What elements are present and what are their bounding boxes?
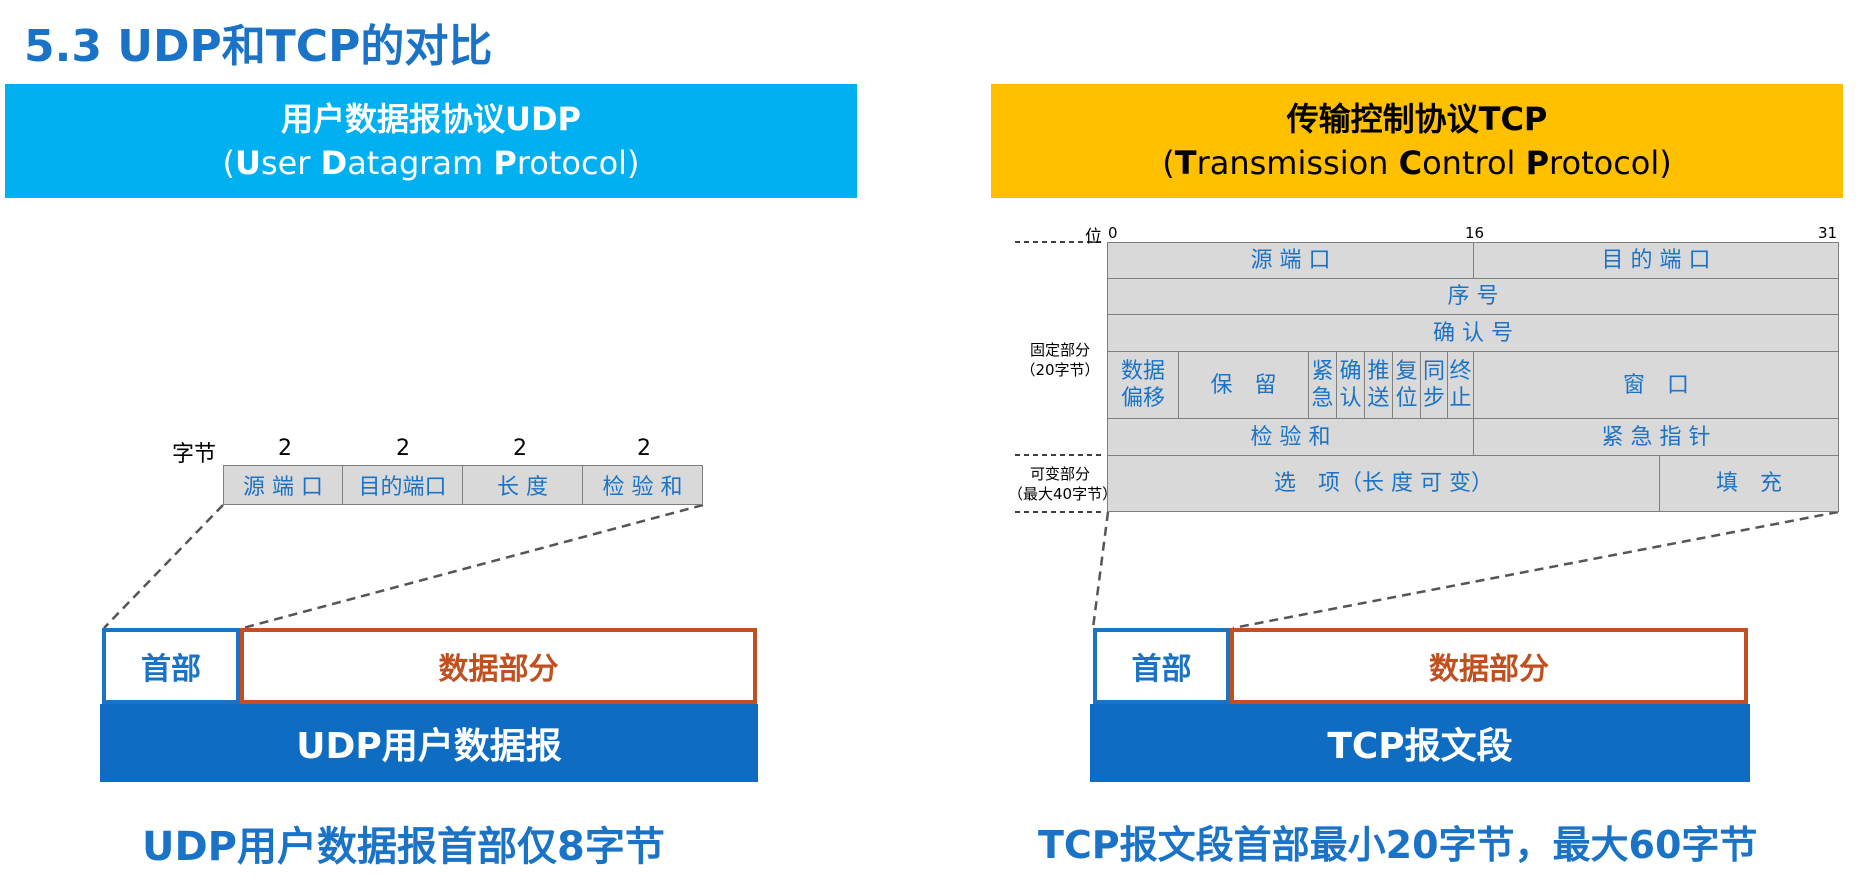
udp-banner-title: 用户数据报协议UDP (280, 100, 581, 138)
tcp-options-field: 选 项（长 度 可 变） (1107, 455, 1660, 512)
tcp-bit-tick: 31 (1818, 224, 1838, 242)
tcp-flag-rst: 复位 (1392, 351, 1421, 419)
udp-field-size: 2 (513, 436, 527, 461)
tcp-padding-field: 填 充 (1659, 455, 1839, 512)
udp-length-field: 长 度 (462, 465, 583, 505)
udp-source-port-field: 源 端 口 (223, 465, 343, 505)
tcp-bit-label: 位 (1085, 227, 1102, 247)
tcp-caption: TCP报文段首部最小20字节，最大60字节 (1038, 823, 1758, 867)
tcp-bit-tick: 0 (1108, 224, 1118, 242)
udp-banner-subtitle: (User Datagram Protocol) (222, 144, 640, 182)
tcp-sequence-number-field: 序 号 (1107, 278, 1839, 315)
udp-field-size: 2 (637, 436, 651, 461)
tcp-banner-title: 传输控制协议TCP (1286, 100, 1548, 138)
tcp-flag-syn: 同步 (1420, 351, 1448, 419)
tcp-data-offset-field: 数据偏移 (1107, 351, 1179, 419)
tcp-segment-bar: TCP报文段 (1090, 704, 1750, 782)
udp-checksum-field: 检 验 和 (582, 465, 703, 505)
tcp-data-box: 数据部分 (1230, 628, 1748, 704)
udp-dest-port-field: 目的端口 (342, 465, 463, 505)
tcp-checksum-field: 检 验 和 (1107, 418, 1474, 456)
tcp-window-field: 窗 口 (1473, 351, 1839, 419)
tcp-flag-ack: 确认 (1336, 351, 1365, 419)
tcp-bit-tick: 16 (1465, 224, 1485, 242)
udp-banner: 用户数据报协议UDP (User Datagram Protocol) (5, 84, 857, 198)
udp-data-box: 数据部分 (240, 628, 757, 704)
tcp-reserved-field: 保 留 (1178, 351, 1309, 419)
tcp-flag-psh: 推送 (1364, 351, 1393, 419)
udp-header-box: 首部 (102, 628, 240, 704)
tcp-banner-subtitle: (Transmission Control Protocol) (1162, 144, 1672, 182)
tcp-ack-number-field: 确 认 号 (1107, 314, 1839, 352)
tcp-header-box: 首部 (1093, 628, 1230, 704)
tcp-source-port-field: 源 端 口 (1107, 242, 1474, 279)
udp-field-size: 2 (396, 436, 410, 461)
tcp-flag-fin: 终止 (1447, 351, 1474, 419)
udp-bytes-label: 字节 (172, 442, 217, 467)
tcp-flag-urg: 紧急 (1308, 351, 1337, 419)
tcp-fixed-part-label: 固定部分（20字节） (1020, 341, 1100, 379)
tcp-banner: 传输控制协议TCP (Transmission Control Protocol… (991, 84, 1843, 198)
udp-field-size: 2 (278, 436, 292, 461)
udp-datagram-bar: UDP用户数据报 (100, 704, 758, 782)
page-title: 5.3 UDP和TCP的对比 (24, 21, 493, 72)
tcp-variable-part-label: 可变部分（最大40字节） (1008, 465, 1118, 503)
tcp-urgent-pointer-field: 紧 急 指 针 (1473, 418, 1839, 456)
udp-caption: UDP用户数据报首部仅8字节 (142, 824, 665, 870)
tcp-dest-port-field: 目 的 端 口 (1473, 242, 1839, 279)
